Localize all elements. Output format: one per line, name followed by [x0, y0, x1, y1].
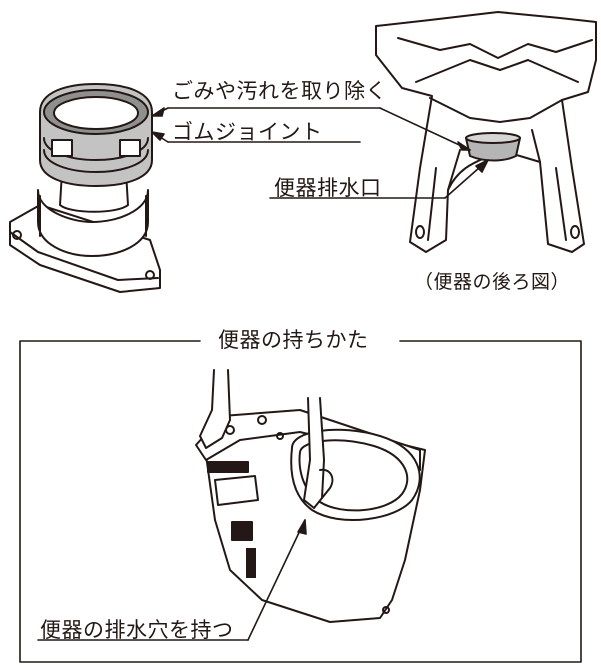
rubber-joint-fitting [9, 83, 161, 293]
toilet-bowl-held [195, 369, 426, 623]
frame-title-how-to-hold: 便器の持ちかた [212, 328, 375, 352]
label-remove-dirt: ごみや汚れを取り除く [172, 79, 387, 103]
label-toilet-drain: 便器排水口 [274, 176, 382, 200]
label-rubber-joint: ゴムジョイント [172, 120, 323, 144]
leader-line-bottom [37, 519, 307, 641]
label-rear-view: （便器の後ろ図） [414, 271, 571, 293]
how-to-hold-frame [19, 340, 582, 663]
label-hold-drain-hole: 便器の排水穴を持つ [40, 618, 234, 642]
leader-lines-top [151, 107, 489, 199]
toilet-rear-view [375, 11, 597, 253]
